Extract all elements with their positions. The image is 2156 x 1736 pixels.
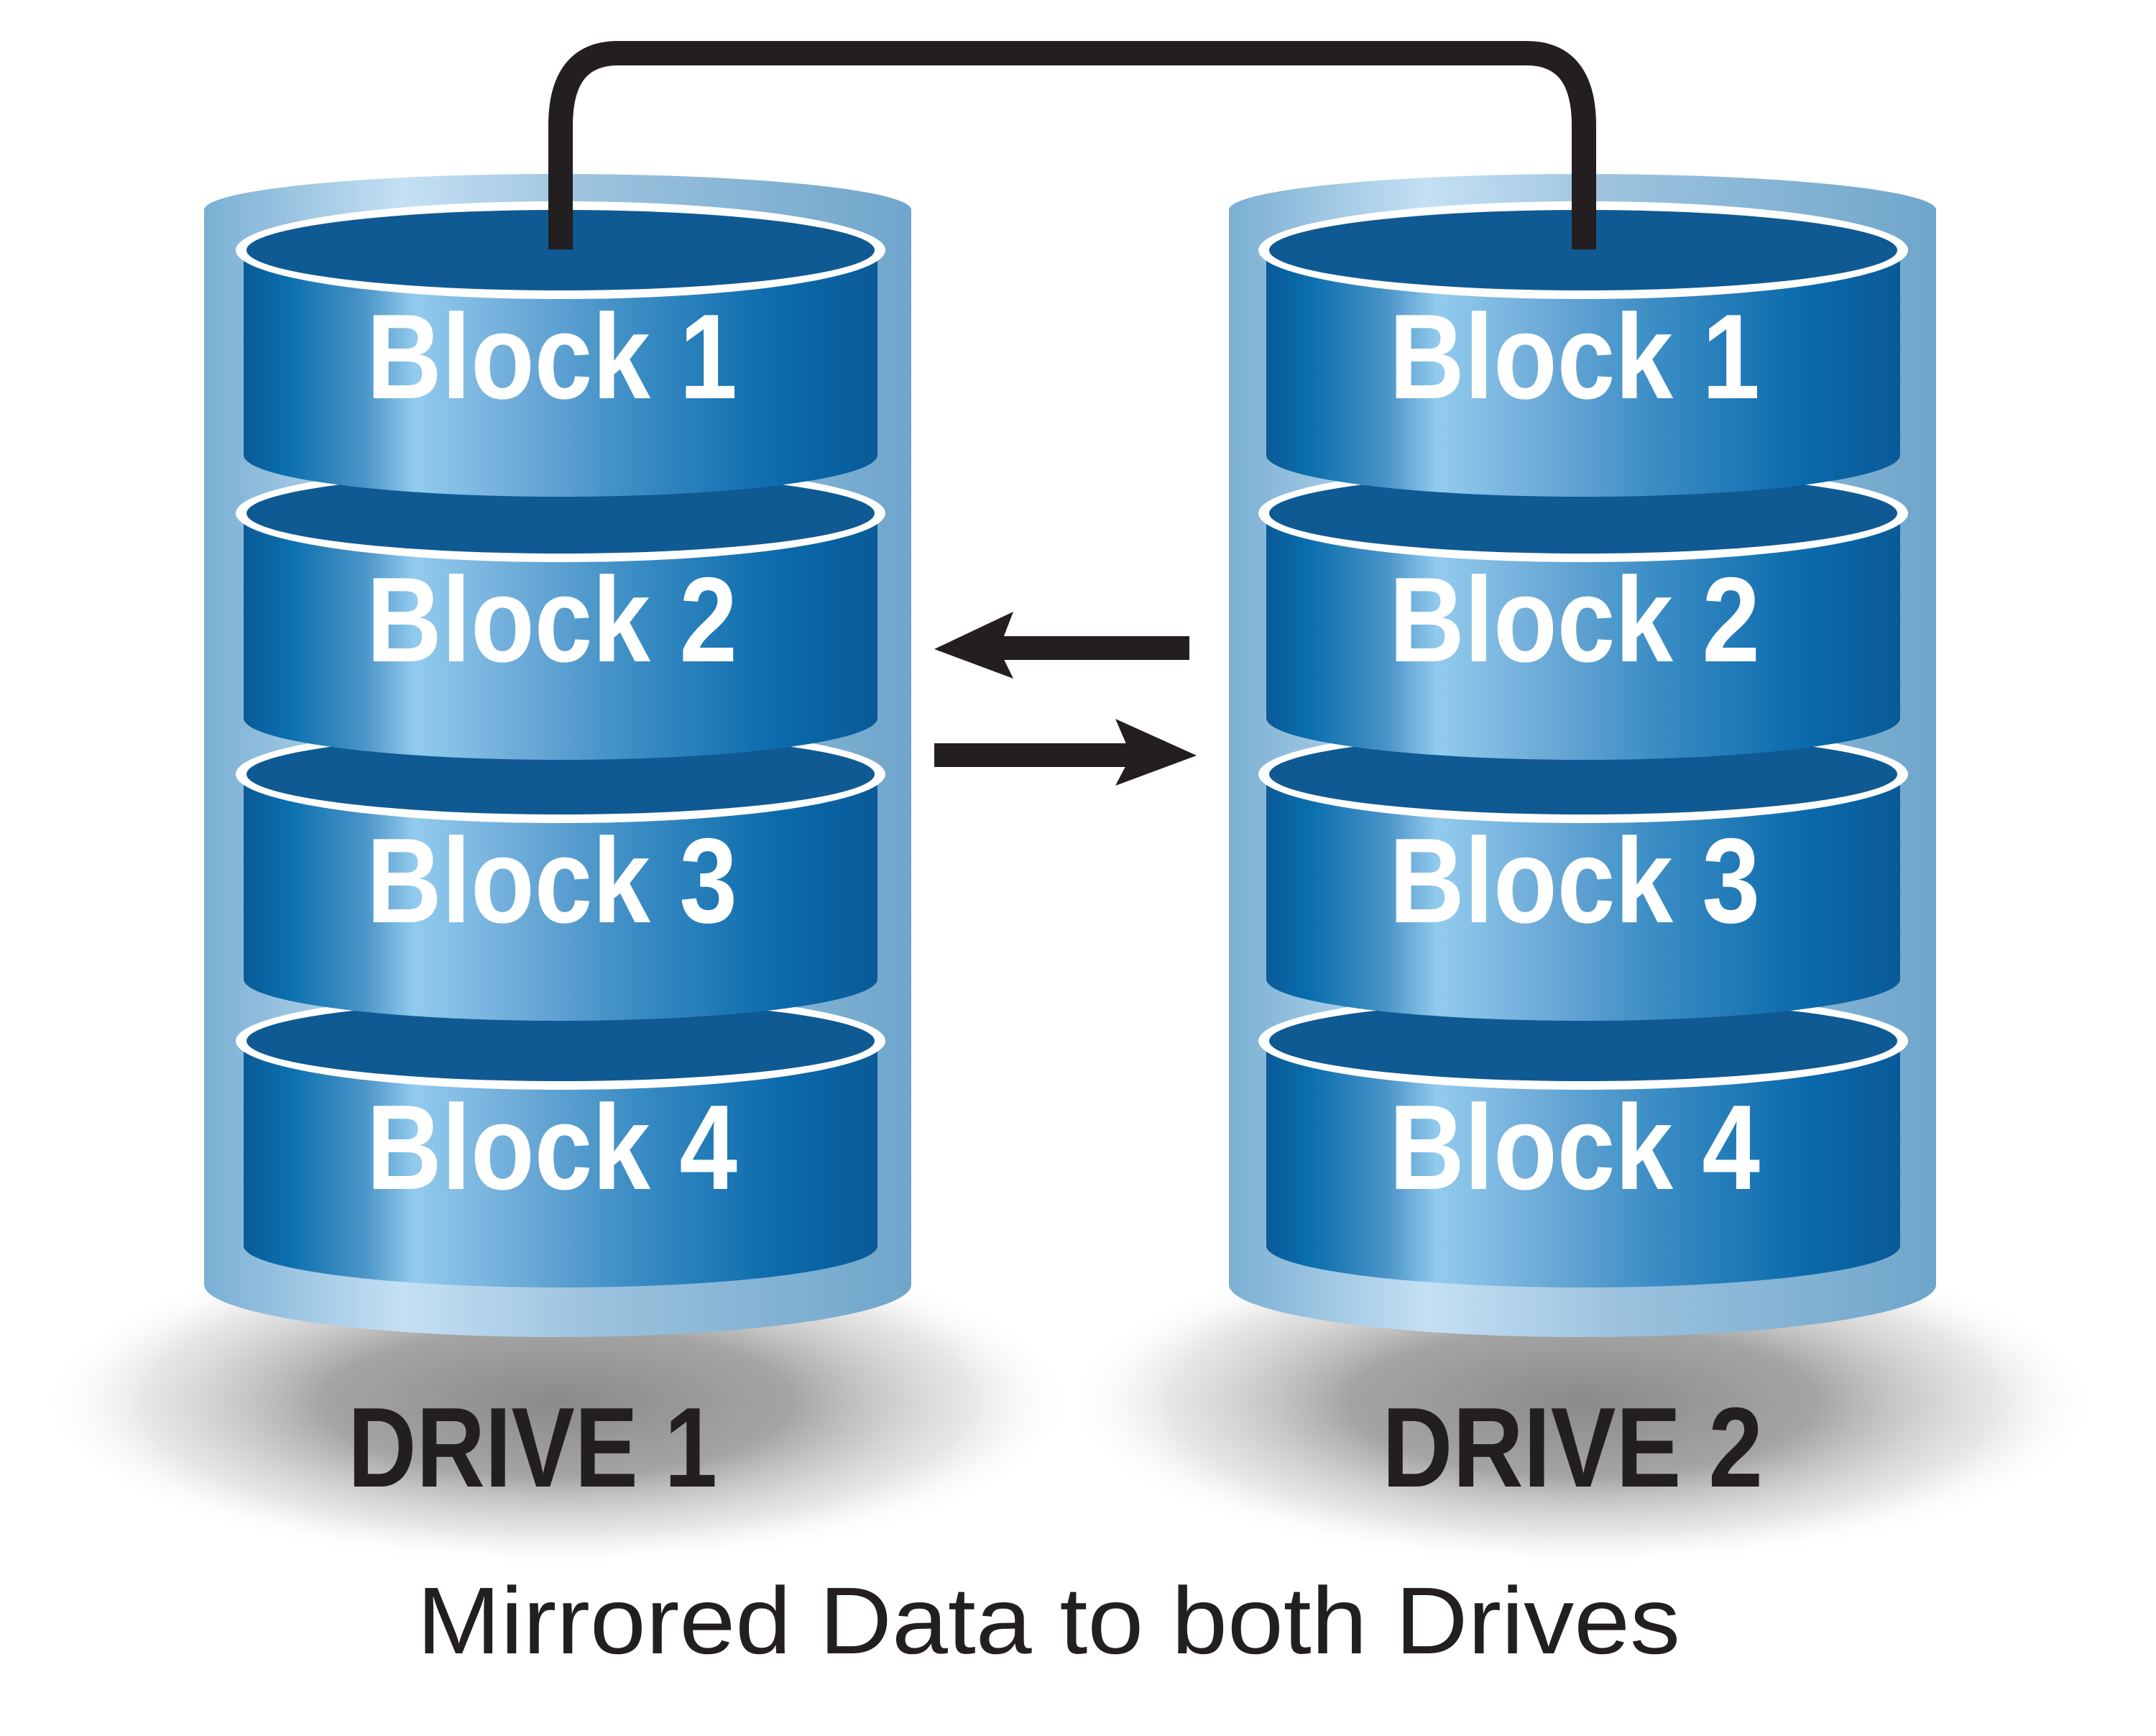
block-label: Block 2	[367, 552, 737, 687]
block-top	[247, 473, 875, 554]
block-label: Block 3	[1389, 813, 1760, 948]
block-3: Block 3	[1258, 725, 1908, 1021]
mirror-arrow-right	[934, 719, 1197, 786]
block-side	[1266, 513, 1900, 760]
diagram-caption: Mirrored Data to both Drives	[417, 1568, 1680, 1673]
block-side	[244, 513, 877, 760]
block-4: Block 4	[1258, 992, 1908, 1287]
block-1: Block 1	[236, 201, 885, 497]
block-3: Block 3	[236, 725, 885, 1021]
block-side	[1266, 250, 1900, 497]
block-2: Block 2	[236, 464, 885, 760]
block-label: Block 4	[367, 1080, 737, 1215]
mirror-arrow-left	[934, 612, 1189, 679]
block-label: Block 2	[1389, 552, 1760, 687]
block-1: Block 1	[1258, 201, 1908, 497]
block-top	[247, 210, 875, 290]
block-label: Block 4	[1389, 1080, 1760, 1215]
block-side	[1266, 1041, 1900, 1287]
arrow-left-shaft	[995, 636, 1189, 660]
block-side	[1266, 774, 1900, 1021]
block-top	[1269, 473, 1897, 554]
connection-cable	[548, 41, 1596, 249]
drive-2: Block 4 Block 3 Block 2 Block 1	[1229, 174, 1936, 1337]
block-label: Block 1	[367, 289, 737, 424]
arrow-right-head	[1115, 719, 1197, 786]
drive-1-label: DRIVE 1	[348, 1384, 717, 1511]
arrow-left-head	[934, 612, 1013, 679]
block-2: Block 2	[1258, 464, 1908, 760]
block-top	[1269, 1001, 1897, 1081]
block-label: Block 3	[367, 813, 737, 948]
drive-1: Block 4 Block 3 Block 2 Block 1	[204, 174, 911, 1337]
block-side	[244, 250, 877, 497]
block-label: Block 1	[1389, 289, 1760, 424]
block-side	[244, 1041, 877, 1287]
drive-2-label: DRIVE 2	[1382, 1384, 1763, 1511]
block-4: Block 4	[236, 992, 885, 1287]
block-top	[247, 1001, 875, 1081]
block-side	[244, 774, 877, 1021]
arrow-right-shaft	[934, 743, 1137, 767]
block-top	[1269, 210, 1897, 290]
